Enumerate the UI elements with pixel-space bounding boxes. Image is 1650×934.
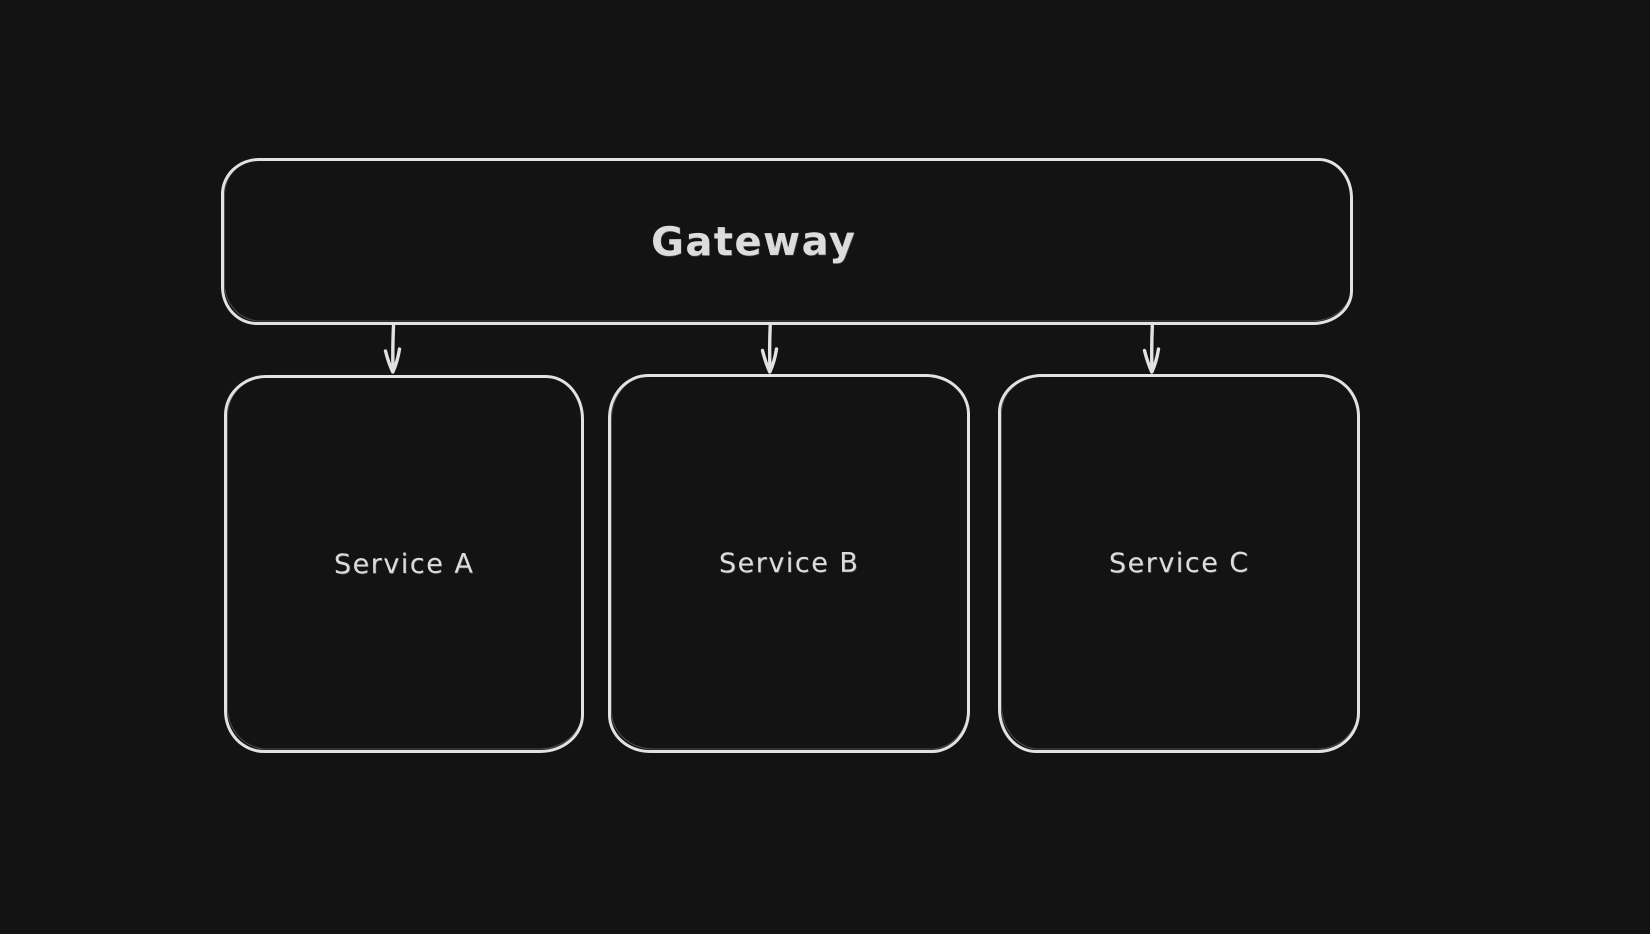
node-service-a-label: Service A: [333, 548, 475, 580]
node-gateway-label: Gateway: [651, 217, 857, 266]
node-service-c[interactable]: Service C: [998, 374, 1360, 753]
arrow-gateway-to-service-a[interactable]: [383, 324, 402, 374]
node-service-c-label: Service C: [1108, 547, 1250, 580]
arrow-gateway-to-service-c[interactable]: [1142, 324, 1161, 374]
arrow-gateway-to-service-b[interactable]: [760, 324, 779, 374]
node-service-b[interactable]: Service B: [608, 374, 970, 753]
node-service-b-label: Service B: [718, 547, 860, 580]
node-gateway[interactable]: Gateway: [221, 158, 1353, 325]
node-service-a[interactable]: Service A: [224, 375, 584, 753]
